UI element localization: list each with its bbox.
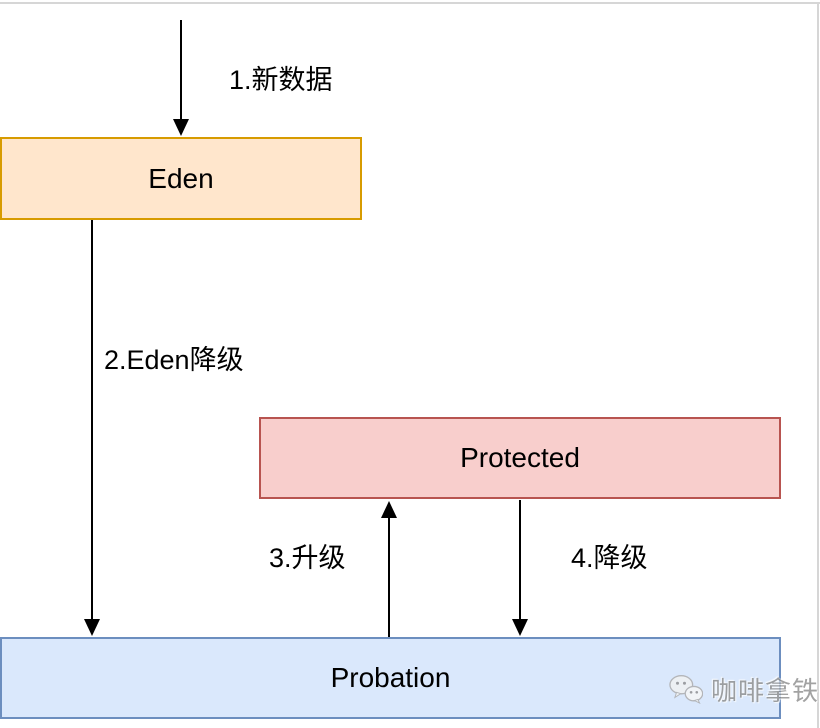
label-eden-demote: 2.Eden降级	[104, 345, 244, 375]
node-eden: Eden	[0, 137, 362, 220]
arrow-demote-shaft	[519, 500, 521, 619]
label-demote: 4.降级	[571, 543, 648, 573]
top-border-line	[0, 2, 820, 4]
arrow-up-icon	[381, 501, 397, 518]
node-eden-label: Eden	[148, 162, 214, 194]
label-new-data: 1.新数据	[229, 65, 333, 95]
node-probation-label: Probation	[330, 662, 451, 693]
right-border-line	[817, 2, 819, 728]
label-promote: 3.升级	[269, 543, 346, 573]
node-protected: Protected	[259, 417, 781, 499]
arrow-down-icon	[84, 619, 100, 636]
arrow-down-icon	[512, 619, 528, 636]
watermark: 咖啡拿铁	[669, 671, 819, 707]
node-probation: Probation	[0, 637, 781, 719]
arrow-new-data-shaft	[180, 20, 182, 120]
arrow-down-icon	[173, 119, 189, 136]
arrow-eden-demote-shaft	[91, 220, 93, 619]
wechat-icon	[669, 675, 703, 704]
watermark-text: 咖啡拿铁	[711, 675, 820, 706]
arrow-promote-shaft	[388, 517, 390, 637]
node-protected-label: Protected	[460, 442, 580, 473]
